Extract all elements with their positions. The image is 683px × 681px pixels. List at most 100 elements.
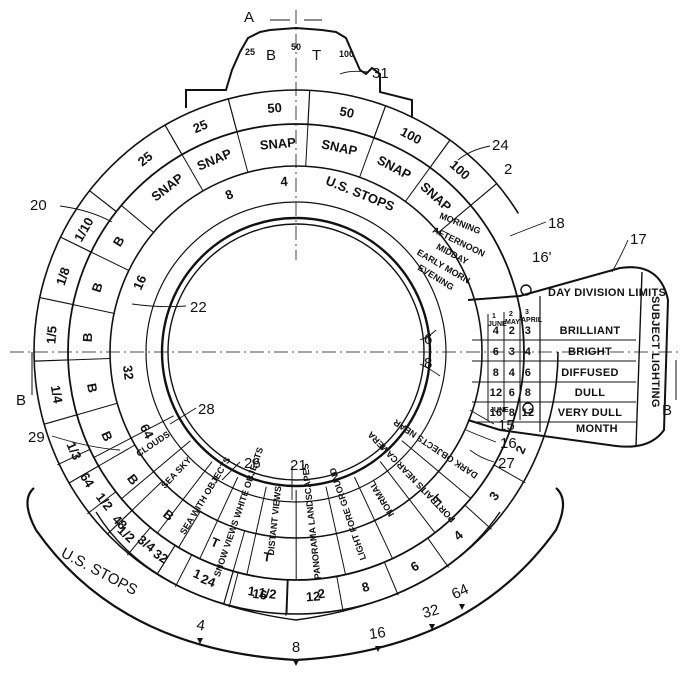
speed-ring-label: 1/5 [43, 325, 59, 344]
table-col-subhead-3: APRIL [521, 317, 543, 324]
speed-ring-divider [228, 99, 237, 132]
table-cell: 6 [493, 346, 499, 358]
reference-leader [170, 408, 196, 424]
reference-numeral: 24 [492, 137, 509, 154]
reference-numeral: 8 [424, 355, 432, 372]
snap-ring-label: B [80, 332, 96, 342]
table-cell: 3 [525, 325, 531, 337]
outer-scale-value: 4 [195, 616, 206, 634]
table-cell: 8 [525, 387, 531, 399]
reference-numeral: 31 [372, 65, 389, 82]
snap-ring-divider [77, 403, 117, 415]
subject-stop-label: 8 [360, 579, 371, 595]
outer-scale-pointer [293, 660, 299, 666]
snap-ring-divider [73, 305, 114, 314]
reference-numeral: 15 [498, 417, 515, 434]
inner-stop-label: U.S. STOPS [324, 173, 397, 214]
subject-stop-divider [465, 505, 492, 529]
speed-ring-label: 100 [398, 124, 424, 147]
snap-ring-label: SNAP [259, 135, 297, 153]
speed-ring-label: 1/8 [53, 265, 73, 287]
reference-numeral: 6 [424, 331, 432, 348]
table-col-head-3: 3 [525, 309, 529, 316]
snap-ring-divider [237, 132, 248, 173]
table-cell: 4 [509, 367, 516, 379]
subject-stop-label: 6 [408, 558, 422, 575]
speed-ring-divider [224, 571, 233, 604]
reference-numeral: 26 [244, 455, 261, 472]
speed-ring-label: 1/4 [48, 384, 66, 405]
reference-leader [466, 430, 496, 442]
snap-ring-label: B [98, 429, 116, 444]
table-cell: 2 [509, 325, 515, 337]
speed-ring-divider [308, 90, 310, 124]
table-row-label: BRIGHT [568, 346, 612, 358]
reference-numeral: 16' [532, 249, 552, 266]
reference-numeral: 22 [190, 299, 207, 316]
reference-numeral: 29 [28, 429, 45, 446]
speed-ring-label: 1/2 [93, 490, 116, 513]
subject-label: LIGHT FORE GROUND [327, 466, 368, 562]
outer-scale-value: 64 [449, 581, 471, 603]
section-label-a: A [244, 9, 254, 26]
snap-ring-label: SNAP [148, 170, 186, 204]
snap-ring-label: SNAP [375, 152, 414, 182]
outer-scale-value: 8 [292, 639, 300, 656]
table-side-label: SUBJECT LIGHTING [649, 296, 661, 408]
snap-ring-divider [121, 205, 153, 232]
inner-stop-label: 16 [130, 273, 150, 292]
speed-ring-label: 50 [338, 103, 355, 121]
table-row-label: BRILLIANT [560, 325, 621, 337]
snap-ring-divider [360, 138, 374, 177]
snap-ring-label: SNAP [320, 136, 359, 158]
outer-scale-pointer [459, 604, 465, 610]
table-cell: 12 [490, 387, 503, 399]
snap-ring-label: SNAP [195, 145, 234, 173]
speed-ring-label: 25 [191, 117, 210, 136]
snap-ring-label: B [160, 506, 177, 524]
table-row-label: DIFFUSED [561, 367, 618, 379]
table-cell: 6 [525, 367, 531, 379]
inner-stop-label: 4 [280, 174, 289, 190]
subject-label: SEA SKY [159, 455, 193, 490]
reference-numeral: 18 [548, 215, 565, 232]
subject-stop-divider [175, 555, 191, 587]
snap-ring-label: SNAP [417, 179, 454, 215]
speed-ring-label: 25 [135, 148, 156, 169]
snap-ring-divider [68, 358, 110, 359]
tab-scale-b: B [266, 47, 276, 64]
speed-ring-divider [40, 298, 73, 305]
section-label-b-left: B [16, 392, 26, 409]
reference-numeral: 2 [504, 161, 512, 178]
subject-stop-label: 3 [486, 489, 502, 504]
reference-numeral: 17 [630, 231, 647, 248]
speed-ring-label: 1/10 [71, 215, 97, 244]
table-col-subhead-2: MAY [505, 319, 520, 326]
outer-scale-value: 32 [420, 601, 441, 622]
speed-ring-divider [34, 360, 68, 361]
snap-ring-label: B [110, 233, 128, 249]
speed-ring-divider [90, 191, 117, 212]
speed-ring-divider [430, 140, 450, 168]
table-col-head-1: 1 [492, 313, 496, 320]
tab-scale-50: 50 [291, 42, 301, 52]
subject-stop-divider [337, 576, 343, 611]
subject-stop-label: 4 [451, 527, 467, 544]
table-cell: 6 [509, 387, 515, 399]
subject-stop-divider [428, 538, 449, 567]
speed-ring-label: 1/3 [64, 439, 85, 462]
snap-ring-label: B [84, 382, 100, 394]
subject-stop-divider [384, 562, 398, 595]
speed-ring-divider [44, 415, 77, 424]
snap-ring-label: B [89, 281, 106, 295]
reference-numeral: 20 [30, 197, 47, 214]
reference-leader [458, 146, 490, 160]
table-month-label: MONTH [576, 423, 618, 435]
reference-numeral: 28 [198, 401, 215, 418]
speed-ring-divider [471, 184, 497, 206]
reference-numeral: 27 [498, 455, 515, 472]
table-cell: 3 [509, 346, 515, 358]
reference-numeral: 21 [290, 457, 307, 474]
